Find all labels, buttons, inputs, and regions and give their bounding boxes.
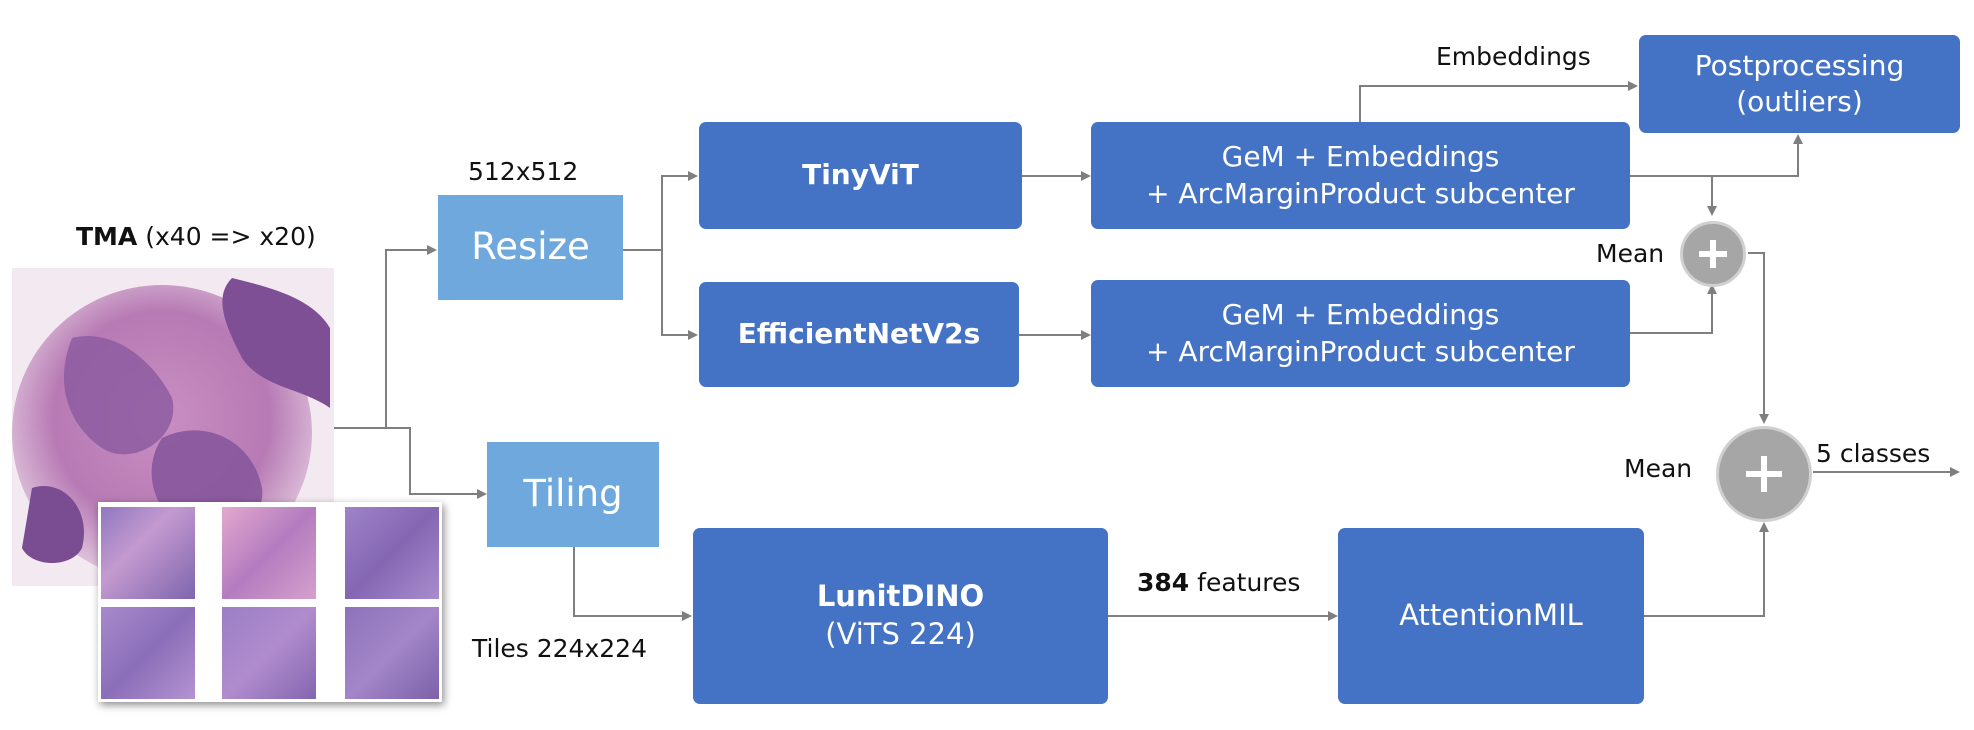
resize-label: Resize: [471, 225, 590, 269]
arrow-tiling-to-lunit: [573, 546, 692, 621]
lunit-line1: LunitDINO: [816, 579, 985, 614]
arrow-tma-to-resize: [334, 245, 437, 429]
arrow-resize-to-tinyvit: [623, 171, 698, 251]
arrow-attention-to-mean: [1644, 522, 1769, 617]
mean-top-label: Mean: [1596, 239, 1665, 268]
lunit-line2: (ViTS 224): [825, 617, 976, 651]
tma-title-rest: (x40 => x20): [145, 222, 316, 251]
tiling-label: Tiling: [523, 472, 623, 516]
tile-image: [222, 507, 316, 599]
arrow-mean-top-to-mean-bottom: [1748, 252, 1769, 424]
tinyvit-box: TinyViT: [699, 122, 1022, 229]
head-bottom-line1: GeM + Embeddings: [1221, 298, 1500, 332]
mean-node-bottom: [1716, 426, 1812, 522]
output-label: 5 classes: [1816, 439, 1931, 468]
features-count: 384: [1137, 568, 1190, 597]
tiles-panel: [98, 502, 442, 702]
embeddings-label: Embeddings: [1436, 42, 1591, 71]
tiles-size-label: Tiles 224x224: [472, 634, 647, 663]
arrow-resize-to-efficientnet: [661, 250, 698, 340]
tile-image: [222, 607, 316, 699]
plus-icon: [1699, 240, 1727, 268]
lunit-box: LunitDINO (ViTS 224): [693, 528, 1108, 704]
efficientnet-label: EfficientNetV2s: [737, 317, 981, 351]
head-bottom-box: GeM + Embeddings + ArcMarginProduct subc…: [1091, 280, 1630, 387]
resize-size-label: 512x512: [468, 157, 579, 186]
arrow-tma-to-tiling: [386, 427, 487, 499]
tinyvit-label: TinyViT: [802, 158, 919, 192]
tma-title: TMA (x40 => x20): [76, 222, 316, 251]
attention-label: AttentionMIL: [1399, 598, 1583, 633]
head-top-line1: GeM + Embeddings: [1221, 140, 1500, 174]
postprocessing-line1: Postprocessing: [1694, 48, 1905, 82]
attention-box: AttentionMIL: [1338, 528, 1644, 704]
tma-title-bold: TMA: [76, 222, 138, 251]
tile-image: [101, 607, 195, 699]
arrow-embeddings-to-post: [1359, 81, 1638, 122]
tiling-box: Tiling: [487, 442, 659, 547]
arrow-head-to-post: [1630, 134, 1803, 177]
head-top-box: GeM + Embeddings + ArcMarginProduct subc…: [1091, 122, 1630, 229]
head-top-line2: + ArcMarginProduct subcenter: [1146, 176, 1575, 210]
tile-image: [345, 507, 439, 599]
arrow-head-bottom-to-mean: [1630, 284, 1717, 334]
features-word: features: [1197, 568, 1301, 597]
tile-image: [345, 607, 439, 699]
features-label: 384 features: [1137, 568, 1300, 597]
mean-bottom-label: Mean: [1624, 454, 1693, 483]
postprocessing-box: Postprocessing (outliers): [1639, 35, 1960, 133]
head-bottom-line2: + ArcMarginProduct subcenter: [1146, 334, 1575, 368]
postprocessing-line2: (outliers): [1736, 85, 1863, 118]
tile-image: [101, 507, 195, 599]
resize-box: Resize: [438, 195, 623, 300]
mean-node-top: [1680, 221, 1746, 287]
efficientnet-box: EfficientNetV2s: [699, 282, 1019, 387]
plus-icon: [1746, 456, 1782, 492]
